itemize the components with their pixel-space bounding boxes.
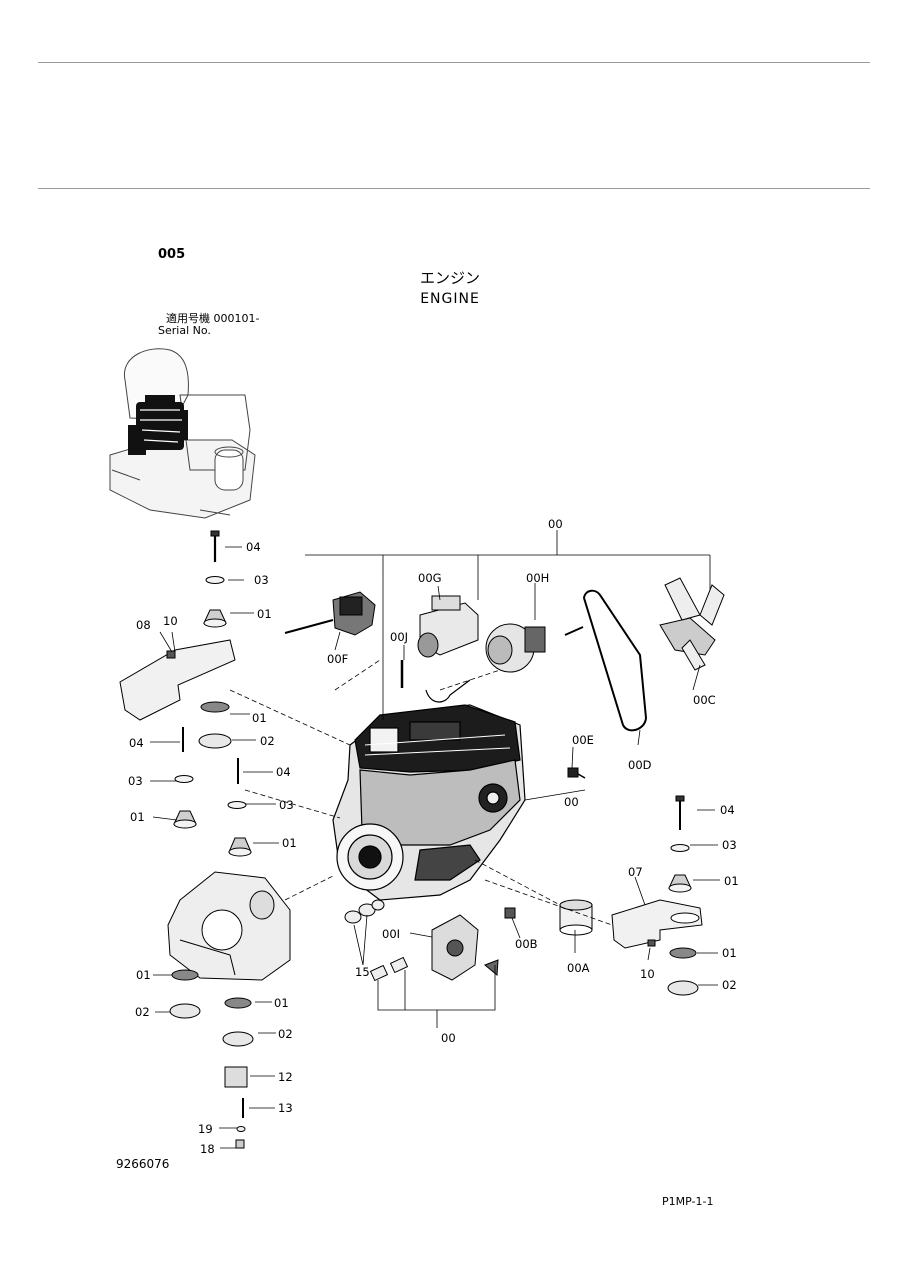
callout-00G: 00G xyxy=(418,571,442,585)
callout-00-top: 00 xyxy=(548,517,563,531)
serial-japanese: 適用号機 000101- xyxy=(166,312,260,325)
sensor-00E xyxy=(567,767,586,779)
callout-00F: 00F xyxy=(327,652,348,666)
machine-locator-thumbnail xyxy=(109,348,256,519)
injection-pump-00F xyxy=(284,591,376,636)
callout-00D: 00D xyxy=(628,758,652,772)
callout-00-mid: 00 xyxy=(564,795,579,809)
callout-00B: 00B xyxy=(515,937,538,951)
callout-13: 13 xyxy=(278,1101,293,1115)
callout-18: 18 xyxy=(200,1142,215,1156)
flywheel-housing xyxy=(167,871,291,981)
callout-01-e: 01 xyxy=(724,874,739,888)
callout-00A: 00A xyxy=(567,961,590,975)
fan-belt-00D xyxy=(582,589,648,732)
callout-00C: 00C xyxy=(693,693,716,707)
callout-00E: 00E xyxy=(572,733,594,747)
callout-04-d: 04 xyxy=(720,803,735,817)
callout-01-d: 01 xyxy=(282,836,297,850)
alternator-00H xyxy=(485,623,584,673)
callout-10-b: 10 xyxy=(640,967,655,981)
callout-01-g: 01 xyxy=(136,968,151,982)
callout-07: 07 xyxy=(628,865,643,879)
left-mount-upper xyxy=(119,530,252,857)
callout-04-a: 04 xyxy=(246,540,261,554)
callout-03-c: 03 xyxy=(279,798,294,812)
callout-00I: 00I xyxy=(382,927,400,941)
callout-labels: 00 00G 00H 00J 00F 00C 00E 00D 00 00I 00… xyxy=(128,517,739,1156)
title-english: ENGINE xyxy=(420,291,480,307)
engine-block xyxy=(332,679,526,901)
callout-02-c: 02 xyxy=(135,1005,150,1019)
callout-04-c: 04 xyxy=(276,765,291,779)
title-japanese: エンジン xyxy=(419,269,480,287)
callout-leader-lines xyxy=(150,530,720,1149)
callout-02-d: 02 xyxy=(278,1027,293,1041)
page-code: P1MP-1-1 xyxy=(662,1195,714,1208)
callout-03-b: 03 xyxy=(128,774,143,788)
callout-02-a: 02 xyxy=(260,734,275,748)
callout-04-b: 04 xyxy=(129,736,144,750)
left-mount-lower xyxy=(169,969,254,1149)
section-number: 005 xyxy=(158,247,186,262)
pump-housing-00I xyxy=(431,907,516,981)
callout-01-c: 01 xyxy=(130,810,145,824)
callout-12: 12 xyxy=(278,1070,293,1084)
callout-01-h: 01 xyxy=(274,996,289,1010)
oil-filter-00A xyxy=(559,899,593,936)
header-rule-bottom xyxy=(38,188,870,189)
callout-15: 15 xyxy=(355,965,370,979)
callout-19: 19 xyxy=(198,1122,213,1136)
fan-00C xyxy=(659,577,725,671)
callout-00J: 00J xyxy=(390,630,408,644)
hose-clamps-15 xyxy=(344,899,409,982)
figure-number: 9266076 xyxy=(116,1157,170,1171)
callout-00H: 00H xyxy=(526,571,549,585)
callout-01-f: 01 xyxy=(722,946,737,960)
callout-00-bottom: 00 xyxy=(441,1031,456,1045)
callout-01-b: 01 xyxy=(252,711,267,725)
right-mount xyxy=(611,795,703,996)
callout-03-a: 03 xyxy=(254,573,269,587)
callout-01-a: 01 xyxy=(257,607,272,621)
callout-02-b: 02 xyxy=(722,978,737,992)
header-rule-top xyxy=(38,62,870,63)
serial-english: Serial No. xyxy=(158,324,211,337)
starter-00G xyxy=(417,595,479,658)
callout-03-d: 03 xyxy=(722,838,737,852)
callout-08: 08 xyxy=(136,618,151,632)
assembly-dashed-lines xyxy=(229,659,613,926)
callout-10-a: 10 xyxy=(163,614,178,628)
